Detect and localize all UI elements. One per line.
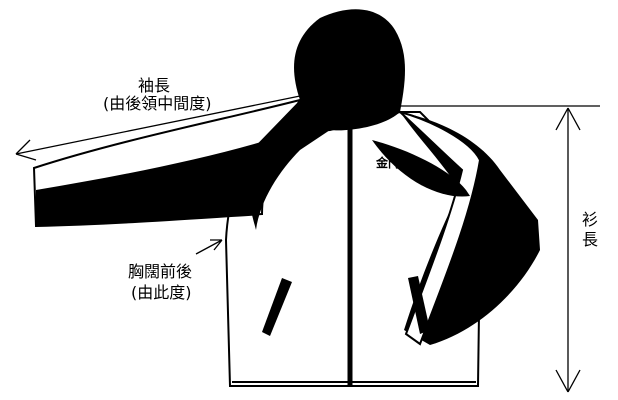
body-length-label: 衫長 (581, 210, 598, 249)
left-sleeve-black-panel (36, 140, 268, 226)
arrow-pointer-icon (195, 239, 223, 255)
hood (294, 9, 405, 131)
logo-text: 金門教 (375, 155, 413, 170)
sleeve-length-label: 袖長 (138, 76, 171, 95)
right-pocket (408, 276, 430, 334)
side-black-panel (372, 140, 470, 197)
left-shoulder-panel (240, 100, 330, 230)
left-pocket (262, 278, 292, 336)
chest-width-note: (由此度) (131, 283, 192, 302)
right-sleeve-stripe (399, 111, 482, 346)
arrow-left-icon (15, 139, 37, 161)
arrow-down-icon (555, 369, 581, 393)
chest-width-label: 胸闊前後 (128, 262, 193, 281)
arrow-up-icon (555, 107, 581, 131)
sleeve-length-note: (由後領中間度) (103, 94, 212, 113)
sleeve-measure-line (15, 95, 301, 155)
